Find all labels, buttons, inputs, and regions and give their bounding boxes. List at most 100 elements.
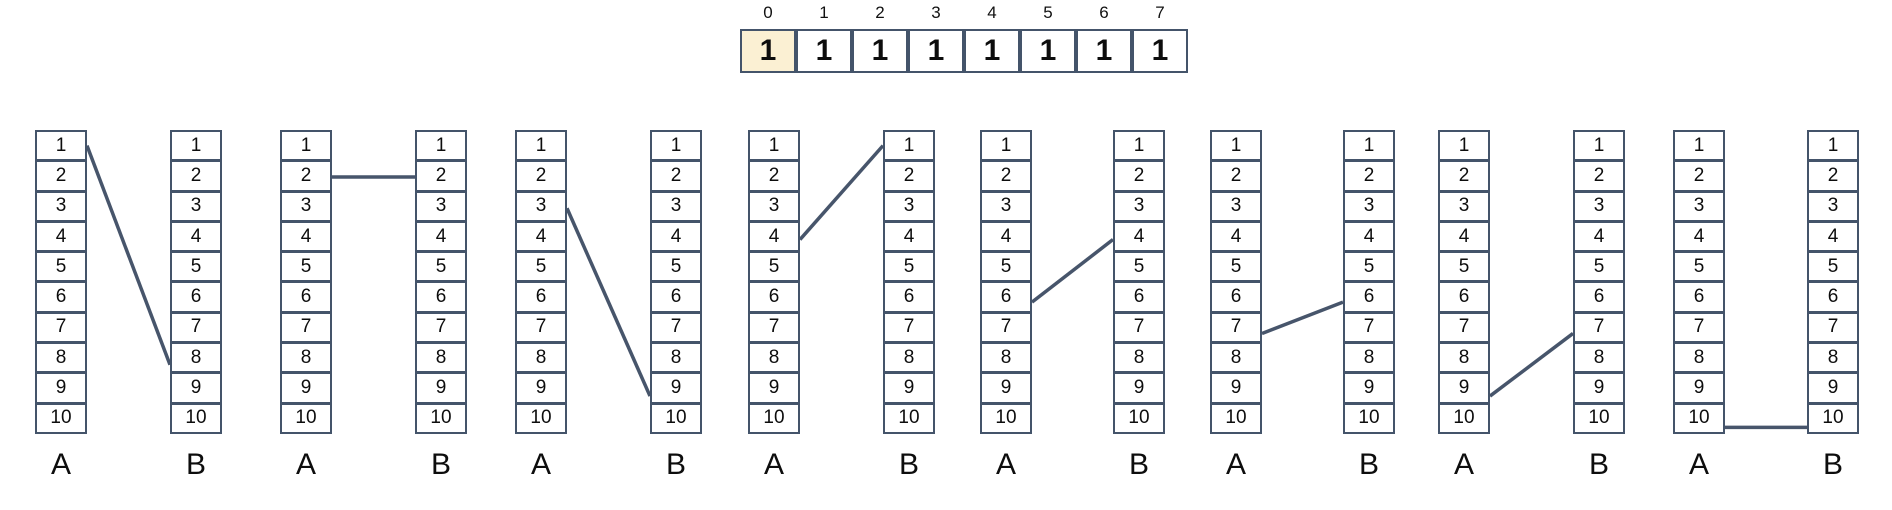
column-cell: 7 (1673, 311, 1725, 344)
column-cell: 5 (1113, 251, 1165, 283)
column-cell: 3 (1113, 190, 1165, 222)
column-cell: 2 (170, 160, 222, 192)
column-cell: 7 (35, 311, 87, 344)
column-cell: 6 (883, 281, 935, 313)
column-cell: 5 (650, 251, 702, 283)
column-cell: 4 (748, 220, 800, 253)
column-cell: 3 (980, 190, 1032, 222)
column-cell: 3 (1343, 190, 1395, 222)
column-cell: 6 (1210, 281, 1262, 313)
column-cell: 5 (1573, 251, 1625, 283)
column-cell: 10 (883, 402, 935, 434)
pair-connection-line (1261, 300, 1344, 336)
column-cell: 3 (1807, 190, 1859, 222)
column-cell: 9 (980, 372, 1032, 404)
column-cell: 1 (748, 130, 800, 162)
column-cell: 10 (170, 402, 222, 434)
column-cell: 4 (1343, 220, 1395, 253)
column-label-b: B (665, 448, 686, 481)
column-cell: 2 (1113, 160, 1165, 192)
column-cell: 1 (170, 130, 222, 162)
column-cell: 9 (35, 372, 87, 404)
column-cell: 3 (170, 190, 222, 222)
column-label-a: A (50, 448, 71, 481)
column-label-a: A (1688, 448, 1709, 481)
column-cell: 6 (1673, 281, 1725, 313)
column-cell: 7 (1438, 311, 1490, 344)
column-cell: 6 (515, 281, 567, 313)
column-cell: 2 (415, 160, 467, 192)
column-cell: 6 (415, 281, 467, 313)
column-cell: 6 (650, 281, 702, 313)
column-cell: 3 (1210, 190, 1262, 222)
column-cell: 3 (883, 190, 935, 222)
column-cell: 4 (515, 220, 567, 253)
column-cell: 8 (515, 342, 567, 374)
column-cell: 7 (415, 311, 467, 344)
column-cell: 6 (1113, 281, 1165, 313)
pair-connection-line (798, 144, 885, 241)
column-cell: 3 (415, 190, 467, 222)
column-cell: 3 (650, 190, 702, 222)
column-cell: 5 (980, 251, 1032, 283)
column-cell: 6 (980, 281, 1032, 313)
column-cell: 3 (748, 190, 800, 222)
column-cell: 2 (748, 160, 800, 192)
column-cell: 9 (748, 372, 800, 404)
array-cell: 1 (908, 29, 964, 73)
column-cell: 6 (170, 281, 222, 313)
column-cell: 2 (1807, 160, 1859, 192)
column-cell: 2 (980, 160, 1032, 192)
column-cell: 8 (980, 342, 1032, 374)
array-index-label: 6 (1099, 3, 1109, 22)
array-index-label: 2 (875, 3, 885, 22)
column-cell: 4 (35, 220, 87, 253)
column-cell: 10 (1673, 402, 1725, 434)
column-cell: 2 (1573, 160, 1625, 192)
column-label-a: A (530, 448, 551, 481)
column-cell: 8 (1210, 342, 1262, 374)
column-cell: 10 (1343, 402, 1395, 434)
array-index-label: 4 (987, 3, 997, 22)
column-cell: 5 (1673, 251, 1725, 283)
column-cell: 5 (170, 251, 222, 283)
column-cell: 10 (35, 402, 87, 434)
pair-connection-line (85, 145, 172, 366)
column-cell: 10 (1573, 402, 1625, 434)
array-index-label: 5 (1043, 3, 1053, 22)
column-cell: 1 (1573, 130, 1625, 162)
column-label-a: A (763, 448, 784, 481)
column-cell: 4 (883, 220, 935, 253)
column-cell: 8 (170, 342, 222, 374)
column-cell: 5 (415, 251, 467, 283)
column-cell: 8 (280, 342, 332, 374)
column-cell: 1 (1438, 130, 1490, 162)
column-cell: 10 (1807, 402, 1859, 434)
column-cell: 9 (415, 372, 467, 404)
column-cell: 7 (1210, 311, 1262, 344)
column-cell: 9 (1673, 372, 1725, 404)
column-cell: 7 (748, 311, 800, 344)
column-cell: 3 (280, 190, 332, 222)
column-cell: 1 (980, 130, 1032, 162)
column-cell: 1 (515, 130, 567, 162)
column-cell: 4 (1673, 220, 1725, 253)
array-cell: 1 (1076, 29, 1132, 73)
column-cell: 1 (1343, 130, 1395, 162)
column-cell: 9 (170, 372, 222, 404)
column-cell: 10 (980, 402, 1032, 434)
column-cell: 9 (1573, 372, 1625, 404)
column-cell: 2 (280, 160, 332, 192)
column-cell: 7 (1573, 311, 1625, 344)
column-cell: 9 (1113, 372, 1165, 404)
